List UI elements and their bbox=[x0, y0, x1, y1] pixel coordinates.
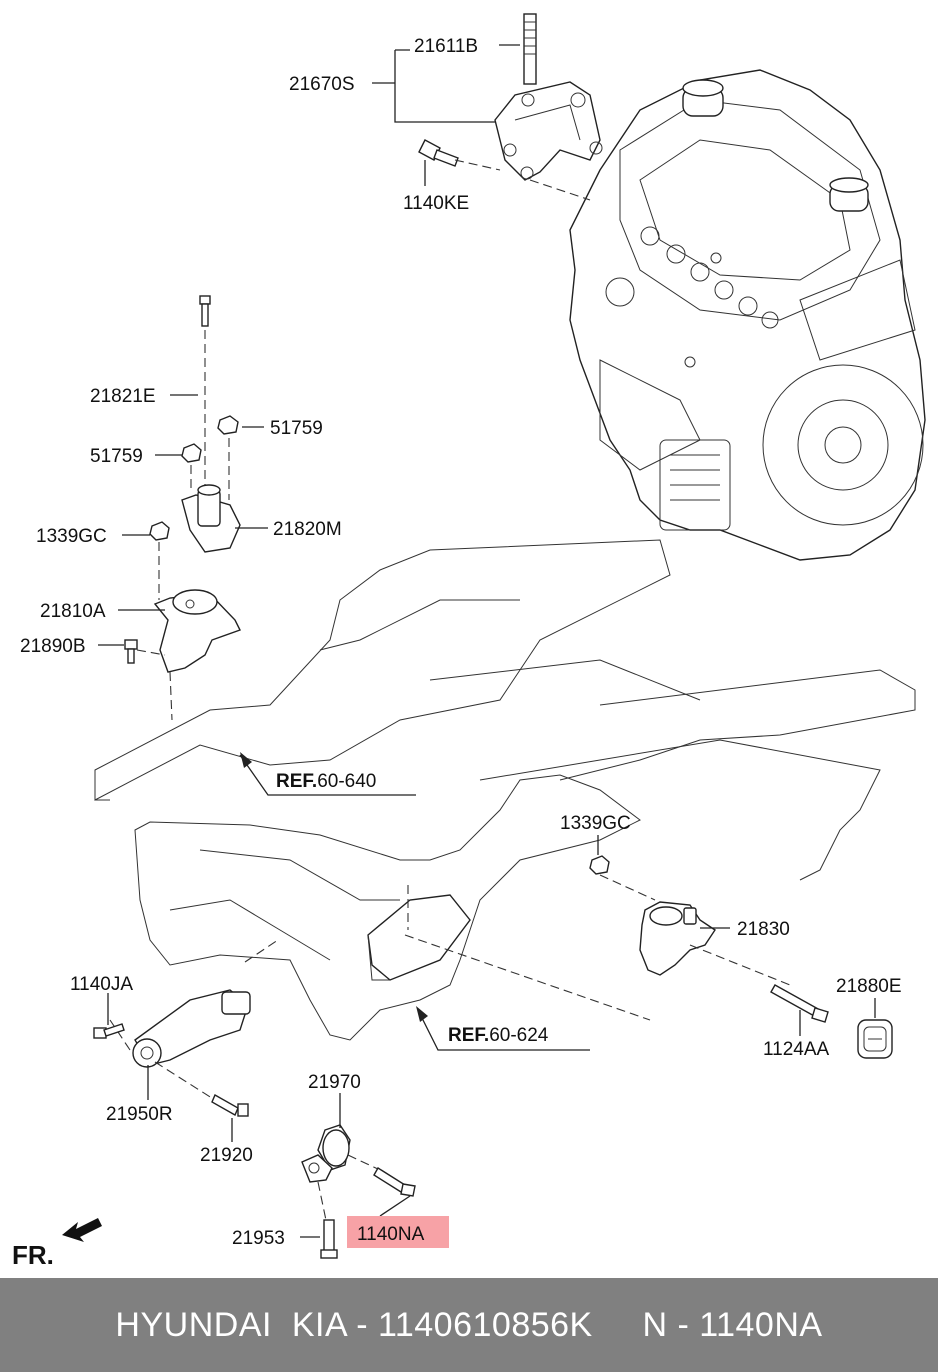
front-direction-indicator: FR. bbox=[12, 1218, 102, 1270]
label-21890B[interactable]: 21890B bbox=[20, 636, 86, 657]
bolt-1140KE bbox=[418, 139, 459, 167]
leader-lines bbox=[98, 44, 876, 1238]
bolt-21890B bbox=[124, 639, 138, 664]
label-1339GC-left[interactable]: 1339GC bbox=[36, 526, 107, 547]
label-21830[interactable]: 21830 bbox=[737, 919, 790, 940]
nut-1339GC-right bbox=[589, 855, 610, 875]
front-subframe bbox=[134, 774, 641, 1041]
mount-insulator-21810A bbox=[153, 589, 241, 673]
ref-pointer-60-640 bbox=[239, 752, 416, 796]
label-51759-right[interactable]: 51759 bbox=[270, 418, 323, 439]
engine-mount-bracket-21670S bbox=[494, 81, 603, 181]
front-label: FR. bbox=[12, 1240, 54, 1270]
nut-51759-left bbox=[181, 443, 202, 463]
label-51759-left[interactable]: 51759 bbox=[90, 446, 143, 467]
part-labels: 21611B 21670S 1140KE 21821E 51759 51759 … bbox=[20, 36, 902, 1249]
label-21611B[interactable]: 21611B bbox=[414, 36, 478, 57]
engine-assembly bbox=[569, 69, 926, 561]
label-21810A[interactable]: 21810A bbox=[40, 601, 106, 622]
bolt-1140NA bbox=[373, 1167, 416, 1197]
label-21950R[interactable]: 21950R bbox=[106, 1104, 173, 1125]
part-number-footer: HYUNDAI KIA - 1140610856K N - 1140NA bbox=[0, 1278, 938, 1372]
exploded-parts-diagram: 21611B 21670S 1140KE 21821E 51759 51759 … bbox=[12, 13, 926, 1270]
highlight-1140NA bbox=[347, 1216, 449, 1248]
label-1339GC-right[interactable]: 1339GC bbox=[560, 813, 631, 834]
mount-bracket-21830 bbox=[639, 901, 716, 976]
nut-1339GC-left bbox=[149, 521, 170, 541]
ref-label-60-640[interactable]: REF.60-640 bbox=[276, 771, 376, 792]
bushing-21970 bbox=[317, 1124, 351, 1171]
roll-rod-21950R bbox=[132, 989, 251, 1068]
label-21920[interactable]: 21920 bbox=[200, 1145, 253, 1166]
label-21670S[interactable]: 21670S bbox=[289, 74, 355, 95]
label-1140NA[interactable]: 1140NA bbox=[357, 1224, 425, 1245]
ref-label-60-624[interactable]: REF.60-624 bbox=[448, 1025, 549, 1046]
bolt-21920 bbox=[211, 1094, 249, 1117]
label-21820M[interactable]: 21820M bbox=[273, 519, 342, 540]
label-21953[interactable]: 21953 bbox=[232, 1228, 285, 1249]
bolt-1140JA bbox=[93, 1023, 125, 1039]
bracket-21953-link bbox=[301, 1154, 333, 1183]
nut-51759-right bbox=[217, 415, 239, 435]
stud-21611B bbox=[523, 13, 537, 85]
front-arrow-icon bbox=[62, 1218, 102, 1242]
plug-21880E bbox=[857, 1019, 893, 1059]
mount-bracket-21820M bbox=[181, 484, 241, 553]
label-1140JA[interactable]: 1140JA bbox=[70, 974, 133, 995]
label-1140KE[interactable]: 1140KE bbox=[403, 193, 469, 214]
label-1124AA[interactable]: 1124AA bbox=[763, 1039, 830, 1060]
label-21970[interactable]: 21970 bbox=[308, 1072, 361, 1093]
bolt-21821E bbox=[199, 295, 211, 327]
bolt-21953 bbox=[320, 1219, 338, 1259]
bolt-1124AA bbox=[770, 984, 829, 1023]
ref-pointer-60-624 bbox=[416, 1006, 590, 1051]
label-21880E[interactable]: 21880E bbox=[836, 976, 902, 997]
side-member-frame bbox=[94, 539, 916, 881]
reference-labels: REF.60-640 REF.60-624 bbox=[276, 771, 549, 1046]
label-21821E[interactable]: 21821E bbox=[90, 386, 156, 407]
